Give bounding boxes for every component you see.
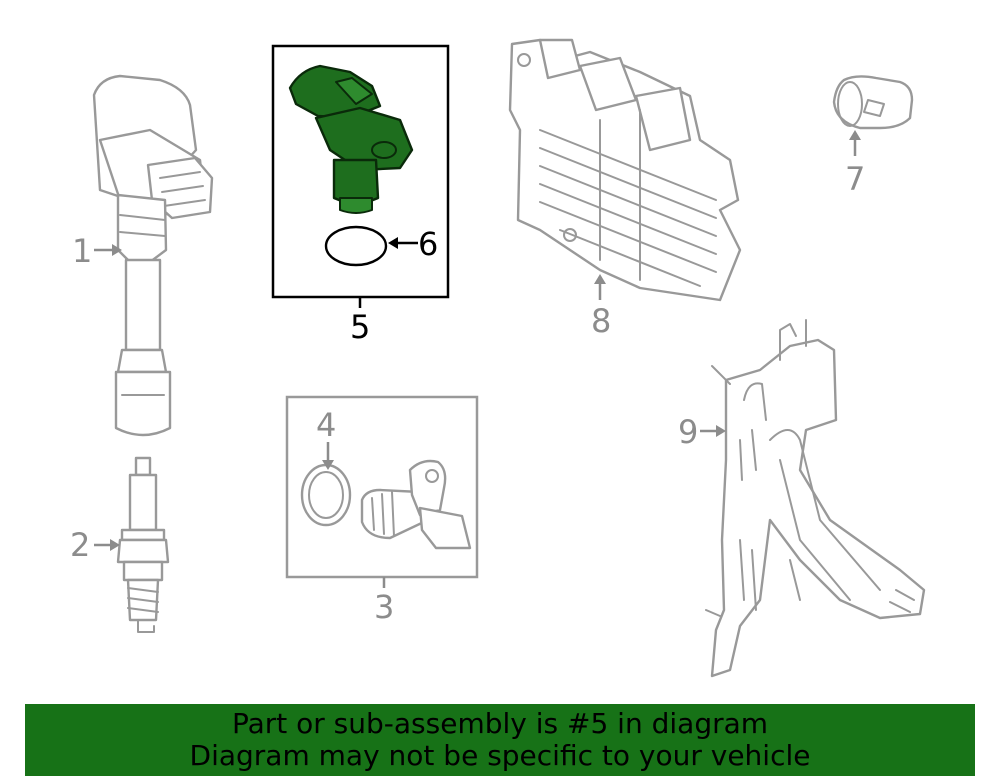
callout-1: 1 [72, 232, 122, 270]
banner-line-1: Part or sub-assembly is #5 in diagram [231, 707, 769, 740]
callout-5-label: 5 [350, 308, 370, 346]
part-9-bracket[interactable] [705, 319, 926, 678]
callout-8: 8 [591, 274, 611, 340]
callout-5: 5 [350, 297, 370, 346]
part-3-crank-sensor[interactable] [360, 459, 472, 550]
part-1-ignition-coil[interactable] [92, 74, 214, 437]
part-6-o-ring[interactable] [324, 225, 388, 267]
callout-4-label: 4 [316, 406, 336, 444]
callout-2-label: 2 [70, 526, 90, 564]
part-7-sensor[interactable] [832, 75, 914, 130]
part-5-camshaft-sensor[interactable] [288, 64, 414, 214]
info-banner: Part or sub-assembly is #5 in diagram Di… [25, 704, 975, 776]
part-3-box [285, 395, 479, 579]
callout-4: 4 [316, 406, 336, 470]
part-2-spark-plug[interactable] [116, 456, 170, 633]
callout-7-label: 7 [845, 160, 865, 198]
part-8-ecm[interactable] [508, 38, 742, 302]
callout-8-label: 8 [591, 302, 611, 340]
callout-6: 6 [388, 225, 438, 263]
callout-9: 9 [678, 413, 726, 451]
callout-9-label: 9 [678, 413, 698, 451]
part-4-o-ring[interactable] [300, 463, 352, 527]
callout-1-label: 1 [72, 232, 92, 270]
callout-3: 3 [374, 577, 394, 626]
callout-6-label: 6 [418, 225, 438, 263]
callout-2: 2 [70, 526, 120, 564]
callout-7: 7 [845, 130, 865, 198]
callout-3-label: 3 [374, 588, 394, 626]
banner-line-2: Diagram may not be specific to your vehi… [189, 739, 811, 772]
